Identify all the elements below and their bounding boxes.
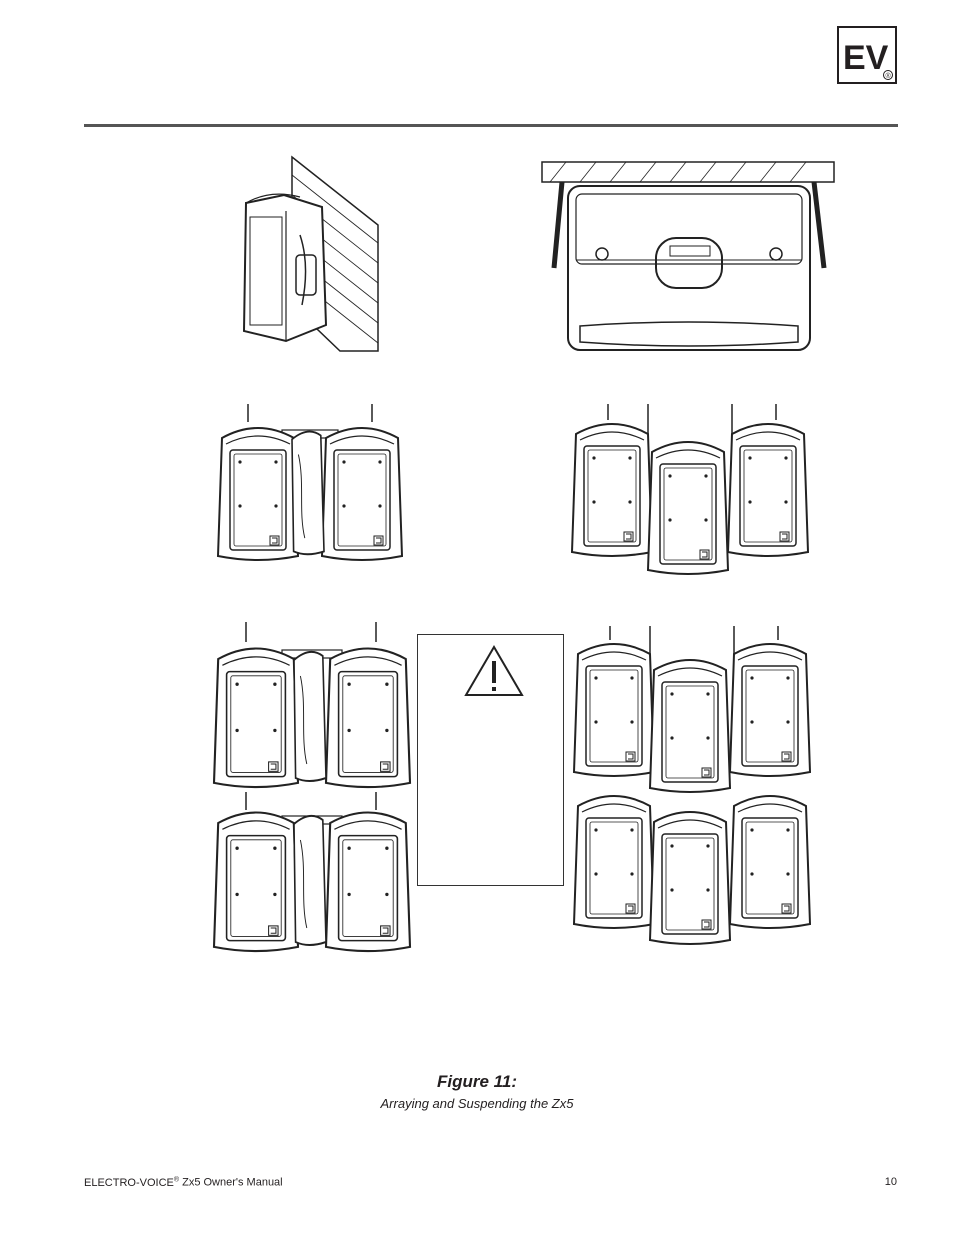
warning-triangle-icon (464, 645, 524, 696)
wall-mount-illustration (242, 155, 379, 352)
two-wide-array-illustration (217, 404, 403, 561)
figure-caption: Arraying and Suspending the Zx5 (380, 1096, 574, 1111)
header-rule (84, 124, 898, 127)
footer-left: ELECTRO-VOICE® Zx5 Owner's Manual (84, 1176, 283, 1189)
caution-box (417, 634, 564, 886)
two-by-two-array-illustration (212, 622, 412, 953)
three-wide-array-illustration (571, 404, 809, 575)
page-number: 10 (884, 1176, 897, 1188)
footer-brand: ELECTRO-VOICE® (84, 1176, 180, 1189)
electro-voice-logo: EV ® (837, 26, 897, 84)
logo-registered: ® (886, 72, 892, 80)
logo-text: EV (843, 39, 889, 77)
three-by-two-array-illustration (573, 626, 811, 945)
footer-manual-title: Zx5 Owner's Manual (182, 1176, 283, 1189)
ceiling-mount-illustration (541, 161, 835, 351)
figure-title: Figure 11: (437, 1072, 517, 1091)
